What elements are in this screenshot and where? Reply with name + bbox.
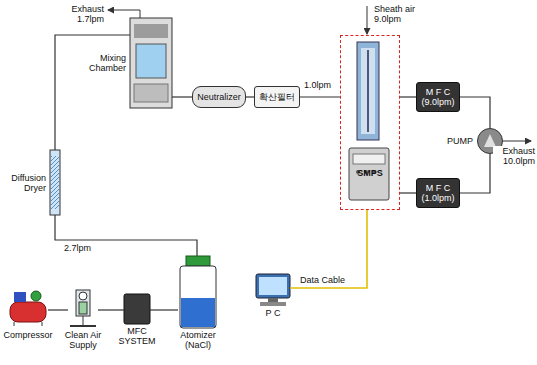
process-box: Neutralizer [192,86,246,108]
node-text: Diffusion Dryer [0,172,46,193]
device-node: Atomizer (NaCl) [178,256,218,328]
flow-line [300,96,340,97]
node-text: Clean Air Supply [55,330,111,351]
device-node: Diffusion Dryer [50,150,60,215]
flow-line [172,96,192,97]
data-cable [290,210,367,288]
flow-label: Sheath air 9.0lpm [374,4,434,25]
node-text: 확산필터 [259,92,295,102]
edge-label: Data Cable [300,275,345,285]
node-text: (1.0lpm) [421,193,454,203]
mfc-system-icon [124,294,150,324]
node-text: Neutralizer [197,92,241,102]
flow-line [246,96,254,97]
edge-label: 1.0lpm [304,80,331,90]
device-node: MFC SYSTEM [124,294,150,324]
flow-line [55,35,130,150]
flow-line [400,96,416,97]
atomizer-icon [180,256,216,328]
compressor-icon [10,291,46,326]
flow-line [98,309,124,310]
sheath-air-line [367,6,368,34]
dma-column [357,42,379,140]
node-text: P C [258,308,288,318]
device-node: Mixing Chamber [130,18,172,108]
edge-label: 2.7lpm [64,243,91,253]
pc-icon [256,274,290,306]
device-node: Compressor [8,292,48,328]
device-node: Clean Air Supply [68,288,98,328]
process-box: M F C(9.0lpm) [416,82,460,112]
process-box: M F C(1.0lpm) [416,178,460,208]
node-text: M F C [426,87,451,97]
flow-line [55,215,197,256]
exhaust-line [503,141,531,142]
flow-line [48,309,68,310]
mixing-chamber-icon [130,18,172,108]
process-box: 확산필터 [254,86,300,108]
node-text: M F C [426,183,451,193]
node-text: Atomizer (NaCl) [168,330,228,351]
flow-line [460,97,490,128]
node-text: MFC SYSTEM [115,326,159,347]
flow-label: Exhaust 1.7lpm [60,4,104,25]
exhaust-line [108,10,140,18]
node-text: Mixing Chamber [82,53,126,74]
device-node: P C [256,274,290,306]
node-text: PUMP [443,136,473,146]
flow-line [460,154,490,193]
node-text: Compressor [0,330,57,340]
flow-label: Exhaust 10.0lpm [493,146,535,167]
flow-line [400,192,416,193]
node-text: SMPS [341,168,399,178]
smps-box: SMPS [340,35,400,210]
clean-air-supply-icon [70,290,96,326]
node-text: (9.0lpm) [421,97,454,107]
diffusion-dryer-icon [50,150,60,215]
flow-line [150,309,178,310]
